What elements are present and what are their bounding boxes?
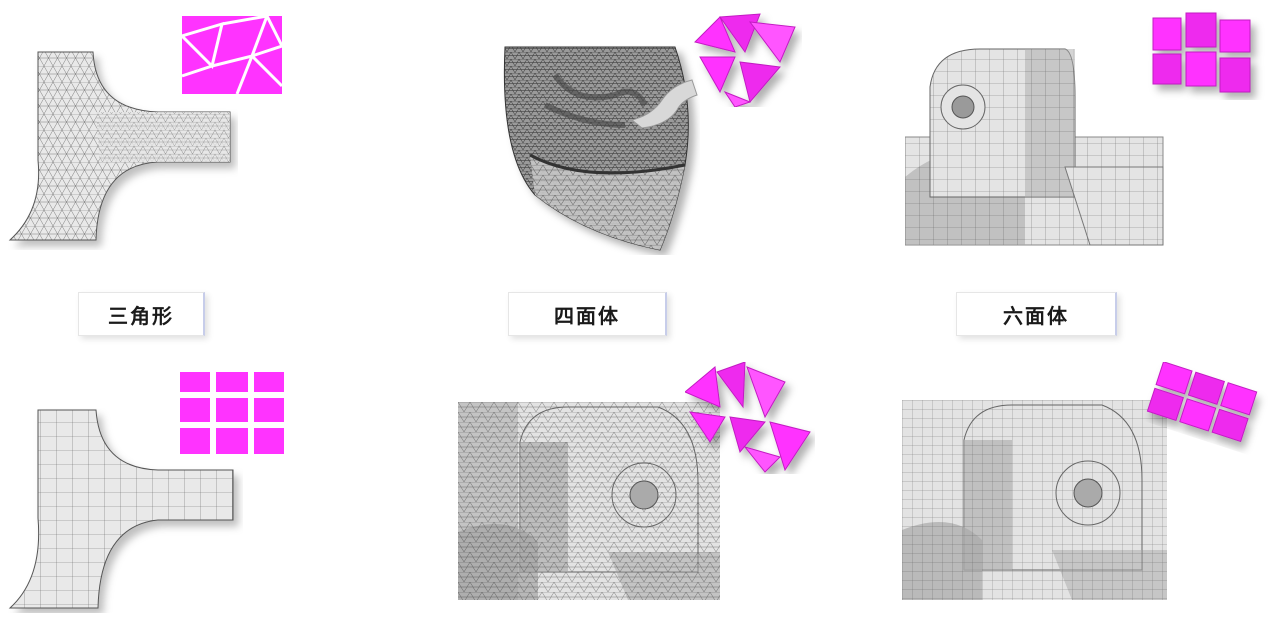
tetrahedron-label: 四面体 (508, 292, 667, 336)
hexahedral-mesh-3d (905, 47, 1165, 247)
triangle-label: 三角形 (78, 292, 205, 336)
triangle-mesh-2d (8, 50, 238, 250)
tetrahedral-elements-icon-2 (685, 362, 815, 474)
tetrahedral-mesh-3d (495, 45, 700, 255)
hexahedron-label: 六面体 (956, 292, 1117, 336)
hexahedral-elements-icon (1148, 8, 1273, 100)
zoom-connector (632, 70, 702, 130)
hexahedral-bracket-mesh (902, 400, 1167, 602)
quad-mesh-2d (8, 408, 243, 613)
hexahedral-elements-icon-2 (1140, 362, 1270, 464)
quad-elements-icon (180, 372, 284, 456)
triangle-elements-icon (182, 16, 282, 94)
tetrahedral-elements-icon (690, 12, 802, 107)
tetrahedral-bracket-mesh (458, 402, 720, 602)
